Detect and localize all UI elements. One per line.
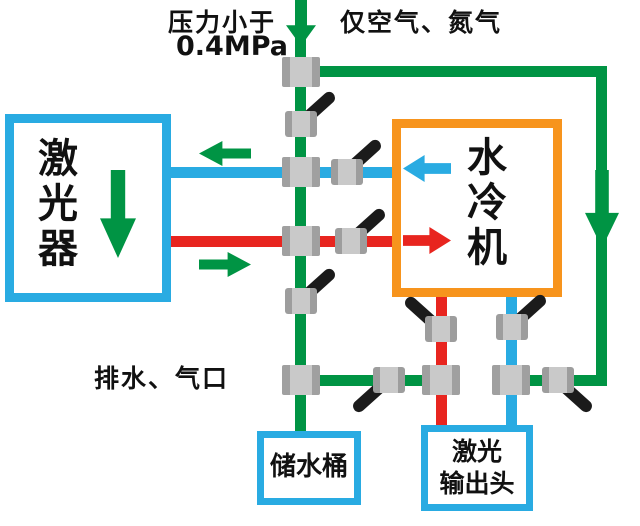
tee-fitting-blue-drain	[492, 365, 530, 395]
valve-body	[331, 159, 363, 185]
tee-fitting-top	[282, 57, 320, 87]
chiller-inlet-arrow-icon	[403, 227, 451, 254]
output-head-label-line1: 激光	[451, 436, 502, 466]
pressure-label-line1: 压力小于	[168, 8, 277, 37]
valve-gas-lower	[285, 266, 338, 314]
tee-fitting-red-drain	[422, 365, 460, 395]
laser-internal-down-arrow-icon	[100, 170, 136, 258]
chiller-label: 水冷机	[460, 136, 506, 271]
valve-gas-upper	[285, 89, 338, 137]
laser-box: 激光器	[5, 114, 171, 302]
pipe-drain-red-vertical	[436, 290, 447, 430]
valve-body	[496, 314, 528, 340]
pipe-drain-blue-vertical	[506, 290, 517, 430]
supply-flow-arrow-icon	[199, 141, 251, 166]
gas-type-label: 仅空气、氮气	[340, 8, 503, 37]
valve-body	[542, 367, 574, 393]
valve-body	[285, 111, 317, 137]
valve-body	[425, 316, 457, 342]
output-head-label-line2: 输出头	[439, 469, 515, 498]
water-tank-label: 储水桶	[269, 452, 348, 483]
valve-body	[373, 367, 405, 393]
laser-output-head-box: 激光 输出头	[421, 425, 533, 511]
pipe-coolant-return-red	[166, 236, 396, 247]
tee-fitting-bottom-left	[282, 365, 320, 395]
tee-fitting-blue-junction	[282, 157, 320, 187]
return-flow-arrow-icon	[199, 252, 251, 277]
pressure-label-line2: 0.4MPa	[176, 31, 288, 62]
chiller-outlet-arrow-icon	[403, 155, 451, 182]
pipe-gas-top-horizontal	[295, 66, 607, 77]
valve-red-return	[335, 206, 388, 254]
water-tank-box: 储水桶	[257, 431, 361, 505]
gas-inlet-arrow-icon	[286, 0, 316, 46]
drain-port-label: 排水、气口	[94, 364, 230, 393]
pipe-gas-bottom-left-horizontal	[295, 375, 447, 386]
valve-body	[285, 288, 317, 314]
valve-body	[335, 228, 367, 254]
chiller-box: 水冷机	[392, 119, 562, 297]
valve-red-drain	[402, 294, 457, 342]
pipe-coolant-supply-blue	[166, 167, 396, 178]
laser-label: 激光器	[31, 137, 77, 272]
valve-bottom-right	[542, 367, 595, 415]
valve-blue-drain	[496, 292, 549, 340]
valve-blue-supply	[331, 137, 384, 185]
valve-bottom-left	[350, 367, 405, 415]
right-line-down-arrow-icon	[585, 170, 619, 248]
tee-fitting-red-junction	[282, 226, 320, 256]
